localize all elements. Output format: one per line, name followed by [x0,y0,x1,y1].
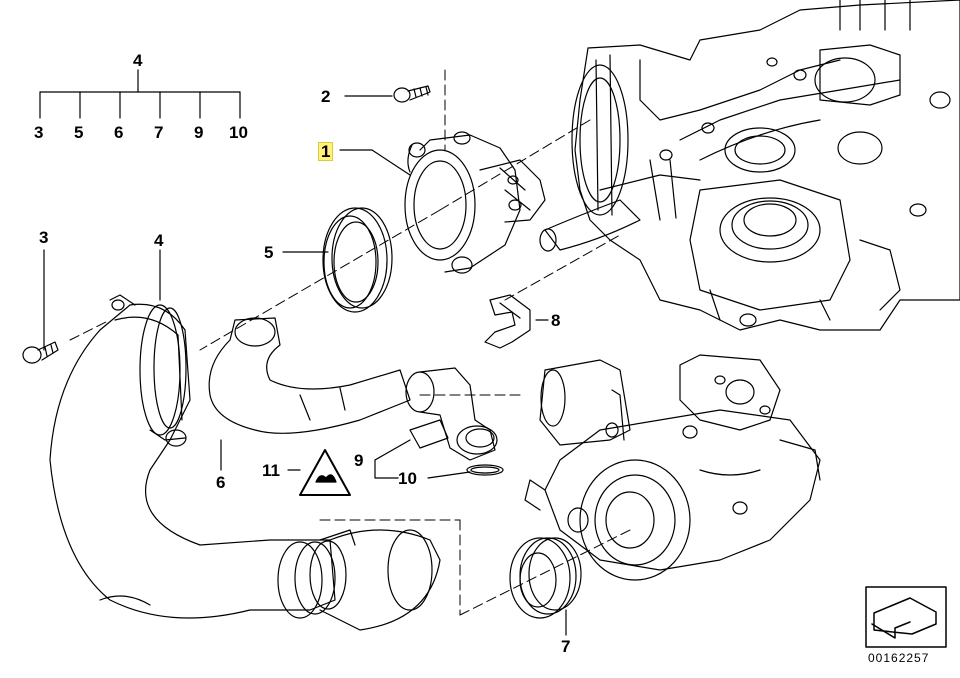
callout-4-tree: 4 [133,51,143,70]
part-6-hose [208,317,411,434]
callout-7: 7 [561,637,571,656]
diagram-part-number: 00162257 [868,651,930,665]
leader-lines [43,95,567,636]
assembly-dashed-lines [69,69,631,616]
part-7-seal-ring [509,537,582,619]
part-3-bolt [22,341,59,364]
callout-9-tree: 9 [194,123,204,142]
callout-6-tree: 6 [114,123,124,142]
callout-5-tree: 5 [74,123,84,142]
part-5-sealing-ring [322,207,393,313]
turbocharger [524,354,821,581]
reference-frame [865,586,947,648]
part-8-clip [484,294,531,349]
part-1-throttle-body [404,131,546,274]
callout-8: 8 [551,311,561,330]
part-10-o-ring [466,464,504,476]
cylinder-head-cover [539,0,960,331]
callout-4: 4 [154,231,164,250]
callout-1-highlighted: 1 [318,142,334,161]
callout-3: 3 [39,228,49,247]
callout-11: 11 [262,461,280,480]
callout-10: 10 [398,469,417,488]
callout-6: 6 [216,473,226,492]
callout-9: 9 [354,451,364,470]
part-2-screw [393,85,431,103]
part-11-warning-label [299,449,351,496]
callout-10-tree: 10 [229,123,248,142]
arrow-sheet-icon [871,597,937,639]
callout-5: 5 [264,243,274,262]
assembly-tree [39,69,241,119]
part-4-intake-pipe [49,294,441,631]
callout-3-tree: 3 [34,123,44,142]
part-9-elbow [405,367,498,461]
callout-7-tree: 7 [154,123,164,142]
callout-2: 2 [321,87,331,106]
